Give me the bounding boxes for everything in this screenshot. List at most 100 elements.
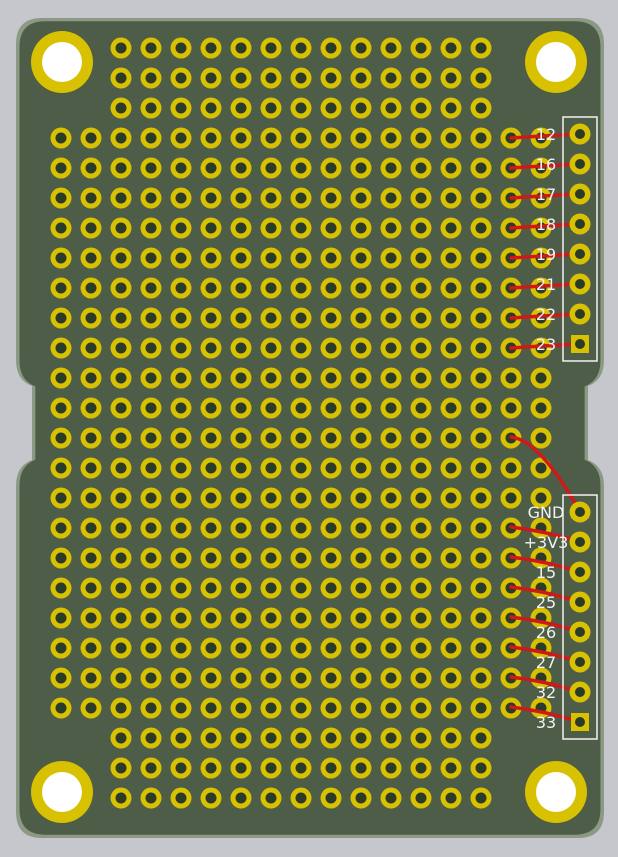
pad xyxy=(80,247,102,269)
pad xyxy=(290,217,312,239)
pad xyxy=(260,367,282,389)
header-pin xyxy=(569,591,591,613)
pad xyxy=(380,127,402,149)
pad xyxy=(140,67,162,89)
pin-label: 22 xyxy=(536,305,556,324)
pad xyxy=(140,637,162,659)
pad xyxy=(500,397,522,419)
pad xyxy=(140,487,162,509)
pad xyxy=(200,277,222,299)
pad xyxy=(170,577,192,599)
pad xyxy=(290,607,312,629)
pad xyxy=(470,607,492,629)
pad xyxy=(200,487,222,509)
pin-label: 18 xyxy=(536,215,556,234)
pad xyxy=(140,307,162,329)
pad xyxy=(200,97,222,119)
pad xyxy=(320,487,342,509)
pad xyxy=(110,37,132,59)
pad xyxy=(290,427,312,449)
pad xyxy=(320,637,342,659)
pad xyxy=(200,667,222,689)
pad xyxy=(140,337,162,359)
pad xyxy=(380,487,402,509)
pad xyxy=(440,247,462,269)
pad xyxy=(110,667,132,689)
pad xyxy=(380,37,402,59)
pad xyxy=(50,367,72,389)
pad xyxy=(140,187,162,209)
pad xyxy=(290,337,312,359)
pad xyxy=(50,607,72,629)
pad xyxy=(350,67,372,89)
pad xyxy=(320,577,342,599)
mounting-hole-drill xyxy=(42,42,82,82)
pad xyxy=(140,397,162,419)
pad xyxy=(260,607,282,629)
pad xyxy=(170,127,192,149)
pad xyxy=(230,637,252,659)
pin-label: 26 xyxy=(536,623,556,642)
pad xyxy=(380,247,402,269)
pad xyxy=(470,247,492,269)
pad xyxy=(260,37,282,59)
pad xyxy=(170,427,192,449)
pad xyxy=(200,607,222,629)
pad xyxy=(140,277,162,299)
pad xyxy=(350,307,372,329)
pad xyxy=(380,307,402,329)
pad xyxy=(440,697,462,719)
pad xyxy=(80,697,102,719)
pad xyxy=(80,187,102,209)
pad xyxy=(290,637,312,659)
pad xyxy=(50,457,72,479)
pad xyxy=(290,577,312,599)
pad xyxy=(80,667,102,689)
pin-label: 33 xyxy=(536,713,556,732)
pad xyxy=(350,157,372,179)
pad xyxy=(140,727,162,749)
pad xyxy=(140,127,162,149)
pad xyxy=(140,367,162,389)
pad xyxy=(410,277,432,299)
pad xyxy=(230,337,252,359)
pad xyxy=(110,457,132,479)
pad xyxy=(350,577,372,599)
pad xyxy=(470,547,492,569)
pad xyxy=(320,97,342,119)
pad xyxy=(380,577,402,599)
pad xyxy=(290,97,312,119)
pad xyxy=(170,277,192,299)
pad xyxy=(230,127,252,149)
mounting-holes xyxy=(31,31,587,823)
pad xyxy=(50,397,72,419)
pad xyxy=(410,187,432,209)
pad xyxy=(260,187,282,209)
pad xyxy=(140,577,162,599)
pad xyxy=(110,157,132,179)
pad xyxy=(440,187,462,209)
pad xyxy=(320,547,342,569)
pad xyxy=(350,727,372,749)
pad xyxy=(470,397,492,419)
pad xyxy=(320,247,342,269)
pad xyxy=(530,427,552,449)
pad xyxy=(290,457,312,479)
pad xyxy=(290,787,312,809)
pad xyxy=(440,367,462,389)
pad xyxy=(350,97,372,119)
pin-label: GND xyxy=(528,503,565,522)
header-pin xyxy=(569,531,591,553)
pad xyxy=(380,277,402,299)
pad xyxy=(380,667,402,689)
pad xyxy=(470,307,492,329)
header-pin xyxy=(569,213,591,235)
pad xyxy=(350,397,372,419)
pad xyxy=(350,517,372,539)
pad xyxy=(350,427,372,449)
pad xyxy=(500,367,522,389)
pad xyxy=(410,517,432,539)
pad xyxy=(230,577,252,599)
pad xyxy=(260,247,282,269)
pad xyxy=(230,457,252,479)
